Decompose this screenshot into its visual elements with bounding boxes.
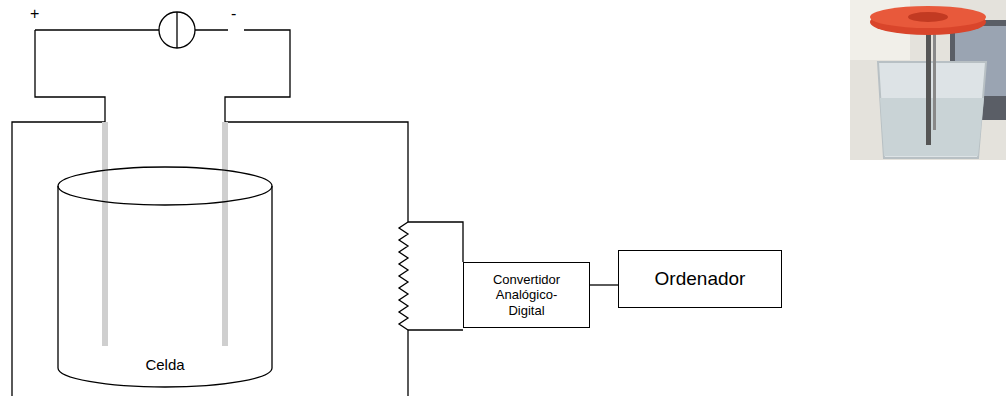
wire bbox=[35, 30, 105, 122]
electrode bbox=[102, 122, 108, 346]
polarity-sign: - bbox=[231, 6, 236, 22]
wire bbox=[195, 29, 228, 30]
wire bbox=[225, 122, 408, 222]
adc-box: Convertidor Analógico-Digital bbox=[463, 262, 590, 328]
wire bbox=[408, 329, 463, 330]
beaker-photo bbox=[850, 0, 1006, 160]
node-label: Convertidor Analógico-Digital bbox=[486, 272, 568, 318]
resistor-symbol bbox=[399, 222, 408, 330]
computer-box: Ordenador bbox=[618, 250, 782, 308]
electrode bbox=[222, 122, 228, 346]
connector bbox=[590, 285, 618, 286]
current-source-symbol bbox=[159, 12, 195, 48]
wire bbox=[35, 29, 159, 30]
current-source-symbol bbox=[176, 12, 177, 48]
cell-vessel: Celda bbox=[57, 166, 273, 390]
wire bbox=[408, 222, 463, 262]
text-group: Ordenador bbox=[655, 268, 746, 290]
wire bbox=[225, 30, 290, 122]
text-group: Celda bbox=[57, 356, 273, 374]
node-label: Ordenador bbox=[655, 268, 746, 290]
node-label: Celda bbox=[57, 356, 273, 374]
text-group: Convertidor Analógico-Digital bbox=[486, 272, 568, 318]
wire bbox=[407, 330, 408, 396]
polarity-sign: + bbox=[30, 6, 39, 22]
